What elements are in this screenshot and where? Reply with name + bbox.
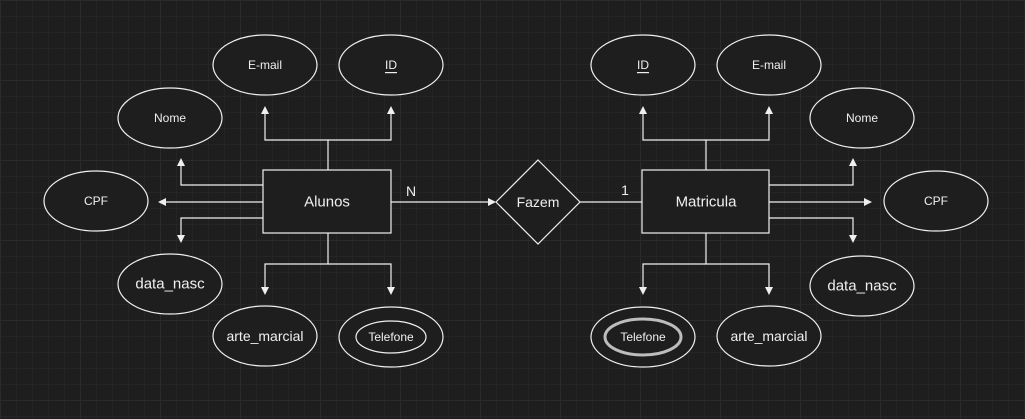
matricula-attr-nome: Nome xyxy=(809,87,915,149)
entity-alunos: Alunos xyxy=(262,169,392,234)
entity-matricula: Matricula xyxy=(641,169,770,234)
matricula-attr-data-nasc: data_nasc xyxy=(809,255,915,317)
svg-text:Matricula: Matricula xyxy=(676,194,738,211)
svg-text:Telefone: Telefone xyxy=(368,330,414,344)
svg-text:Alunos: Alunos xyxy=(304,194,350,211)
relationship-connectors xyxy=(391,198,642,206)
alunos-attr-id: ID xyxy=(338,34,444,96)
alunos-attr-data-nasc: data_nasc xyxy=(117,253,223,315)
svg-text:Nome: Nome xyxy=(154,111,186,125)
svg-text:arte_marcial: arte_marcial xyxy=(730,328,807,344)
svg-text:ID: ID xyxy=(637,58,649,72)
matricula-attr-id: ID xyxy=(590,34,696,96)
svg-text:Telefone: Telefone xyxy=(620,330,666,344)
svg-text:ID: ID xyxy=(385,58,397,72)
alunos-attr-arte-marcial: arte_marcial xyxy=(212,305,318,367)
svg-text:data_nasc: data_nasc xyxy=(827,278,897,295)
svg-text:CPF: CPF xyxy=(84,194,108,208)
matricula-connectors xyxy=(639,106,872,295)
svg-text:Fazem: Fazem xyxy=(517,194,560,210)
alunos-attr-cpf: CPF xyxy=(43,170,149,232)
svg-text:E-mail: E-mail xyxy=(248,58,282,72)
matricula-attr-telefone-multivalued: Telefone xyxy=(590,306,696,368)
cardinality-1: 1 xyxy=(621,182,629,198)
cardinality-n: N xyxy=(406,183,416,199)
alunos-connectors xyxy=(158,106,395,295)
relationship-fazem: Fazem xyxy=(495,159,581,245)
svg-text:Nome: Nome xyxy=(846,111,878,125)
alunos-attr-nome: Nome xyxy=(117,87,223,149)
svg-text:arte_marcial: arte_marcial xyxy=(226,328,303,344)
matricula-attr-cpf: CPF xyxy=(883,170,989,232)
matricula-attr-email: E-mail xyxy=(716,34,822,96)
svg-text:E-mail: E-mail xyxy=(752,58,786,72)
svg-text:CPF: CPF xyxy=(924,194,948,208)
svg-text:data_nasc: data_nasc xyxy=(135,276,205,293)
matricula-attr-arte-marcial: arte_marcial xyxy=(716,305,822,367)
alunos-attr-telefone-multivalued: Telefone xyxy=(338,306,444,368)
alunos-attr-email: E-mail xyxy=(212,34,318,96)
